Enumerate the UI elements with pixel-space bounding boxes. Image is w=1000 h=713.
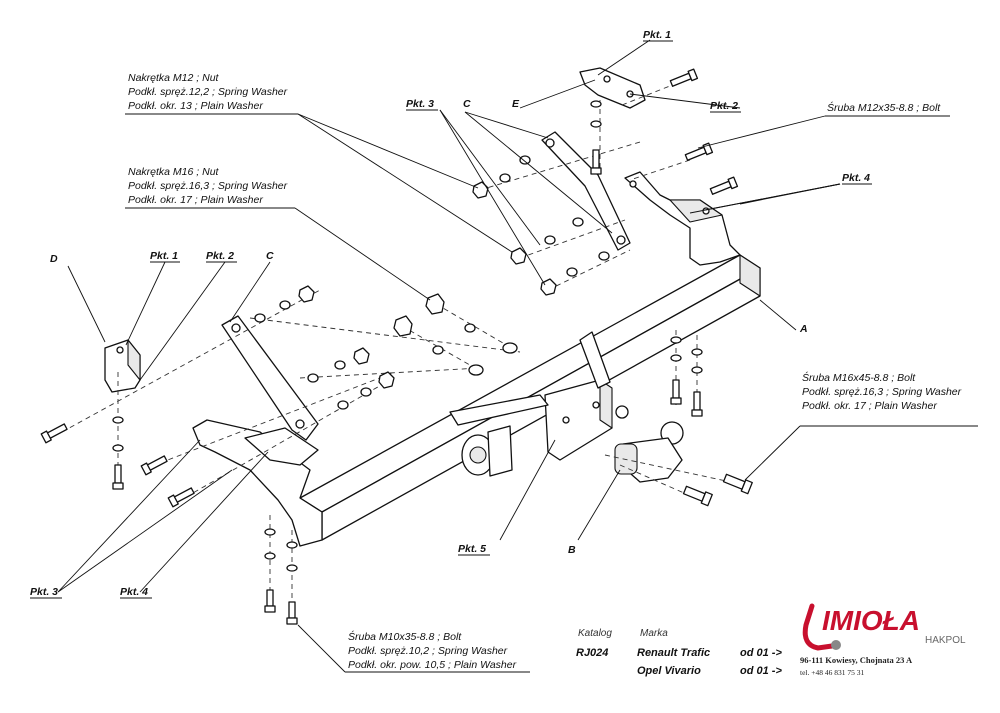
label-pkt3-bottom: Pkt. 3: [30, 586, 58, 598]
svg-text:Śruba M12x35-8.8 ; Bolt: Śruba M12x35-8.8 ; Bolt: [827, 101, 941, 114]
company-logo: IMIOŁA HAKPOL 96-111 Kowiesy, Chojnata 2…: [800, 603, 966, 677]
catalog-code: RJ024: [576, 647, 608, 659]
label-pkt5: Pkt. 5: [458, 543, 486, 555]
bracket-d: [104, 339, 141, 393]
svg-text:Podkł. spręż.10,2 ; Spring Was: Podkł. spręż.10,2 ; Spring Washer: [348, 645, 508, 657]
svg-text:Podkł. okr. 17 ; Plain Washer: Podkł. okr. 17 ; Plain Washer: [128, 194, 263, 206]
note-bolt-m12: Śruba M12x35-8.8 ; Bolt: [827, 101, 941, 114]
svg-text:Śruba M10x35-8.8 ; Bolt: Śruba M10x35-8.8 ; Bolt: [348, 630, 462, 643]
label-pkt2-top: Pkt. 2: [710, 100, 738, 112]
right-flat-bar-c: [541, 131, 631, 251]
label-c-top: C: [463, 98, 471, 110]
logo-text: IMIOŁA: [822, 605, 920, 636]
catalog-label: Katalog: [578, 628, 612, 639]
leader-lines: [57, 39, 978, 673]
svg-text:Podkł. spręż.16,3 ; Spring Was: Podkł. spręż.16,3 ; Spring Washer: [802, 386, 962, 398]
logo-subtext: HAKPOL: [925, 635, 966, 646]
bolts: [40, 68, 753, 625]
vehicle-from-1: od 01 ->: [740, 647, 782, 659]
svg-text:Śruba M16x45-8.8 ; Bolt: Śruba M16x45-8.8 ; Bolt: [802, 371, 916, 384]
label-d-left: D: [50, 253, 58, 265]
left-mounting-bracket: [192, 419, 323, 547]
note-bolt-m16: Śruba M16x45-8.8 ; Bolt Podkł. spręż.16,…: [802, 371, 962, 412]
catalog-block: Katalog RJ024 Marka Renault Trafic od 01…: [576, 628, 782, 677]
note-bolt-m10: Śruba M10x35-8.8 ; Bolt Podkł. spręż.10,…: [348, 630, 517, 671]
right-mounting-bracket: [624, 171, 741, 266]
company-address: 96-111 Kowiesy, Chojnata 23 A: [800, 655, 913, 665]
svg-text:Podkł. okr. 13 ; Plain Washer: Podkł. okr. 13 ; Plain Washer: [128, 100, 263, 112]
bracket-e: [579, 67, 646, 109]
svg-text:Podkł. okr. 17 ; Plain Washer: Podkł. okr. 17 ; Plain Washer: [802, 400, 937, 412]
label-pkt4-right: Pkt. 4: [842, 172, 870, 184]
label-b-bottom: B: [568, 544, 576, 556]
label-c-left: C: [266, 250, 274, 262]
svg-text:Nakrętka M16 ; Nut: Nakrętka M16 ; Nut: [128, 166, 220, 178]
label-pkt1-top: Pkt. 1: [643, 29, 671, 41]
label-pkt2-left: Pkt. 2: [206, 250, 234, 262]
label-a-right: A: [799, 323, 808, 335]
brand-label: Marka: [640, 628, 668, 639]
tow-ball: [614, 405, 684, 483]
electrical-socket: [461, 425, 513, 477]
vehicle-make-1: Renault Trafic: [637, 647, 710, 659]
vehicle-make-2: Opel Vivario: [637, 665, 701, 677]
label-pkt4-bottom: Pkt. 4: [120, 586, 148, 598]
svg-text:Podkł. okr. pow. 10,5 ; Plain: Podkł. okr. pow. 10,5 ; Plain Washer: [348, 659, 517, 671]
company-phone: tel. +48 46 831 75 31: [800, 668, 864, 677]
callout-labels: Pkt. 1 Pkt. 2 Pkt. 3 C E Pkt. 4 D Pkt. 1…: [30, 29, 872, 599]
label-e-top: E: [512, 98, 520, 110]
svg-text:Podkł. spręż.12,2 ; Spring Was: Podkł. spręż.12,2 ; Spring Washer: [128, 86, 288, 98]
left-flat-bar-c: [221, 315, 319, 441]
nuts-and-washers: [112, 100, 703, 572]
ball-mount-plate: [449, 331, 613, 461]
label-pkt1-left: Pkt. 1: [150, 250, 178, 262]
vehicle-from-2: od 01 ->: [740, 665, 782, 677]
note-nut-m12: Nakrętka M12 ; Nut Podkł. spręż.12,2 ; S…: [128, 72, 288, 112]
label-pkt3-top: Pkt. 3: [406, 98, 434, 110]
note-nut-m16: Nakrętka M16 ; Nut Podkł. spręż.16,3 ; S…: [128, 166, 288, 206]
svg-text:Nakrętka M12 ; Nut: Nakrętka M12 ; Nut: [128, 72, 220, 84]
svg-text:Podkł. spręż.16,3 ; Spring Was: Podkł. spręż.16,3 ; Spring Washer: [128, 180, 288, 192]
